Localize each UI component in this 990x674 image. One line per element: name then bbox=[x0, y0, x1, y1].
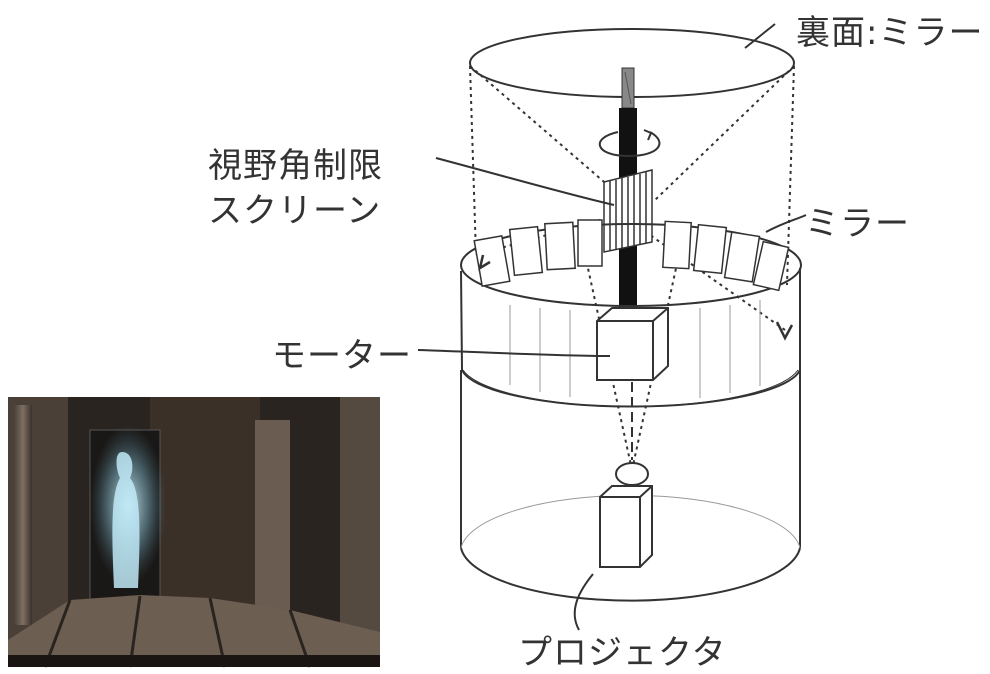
motor-label: モーター bbox=[272, 336, 412, 376]
hologram-photo bbox=[8, 397, 380, 668]
projector-label: プロジェクタ bbox=[518, 633, 727, 673]
screen-label-line1: 視野角制限 bbox=[208, 146, 383, 186]
rotation-arrow-icon bbox=[598, 129, 661, 158]
leader-lines bbox=[417, 23, 807, 631]
back-mirror-label: 裏面:ミラー bbox=[796, 13, 984, 53]
projector bbox=[599, 382, 653, 568]
mirror-label: ミラー bbox=[805, 204, 910, 244]
screen-label-line2: スクリーン bbox=[208, 191, 382, 231]
motor bbox=[596, 307, 669, 381]
view-limited-screen bbox=[603, 169, 653, 253]
